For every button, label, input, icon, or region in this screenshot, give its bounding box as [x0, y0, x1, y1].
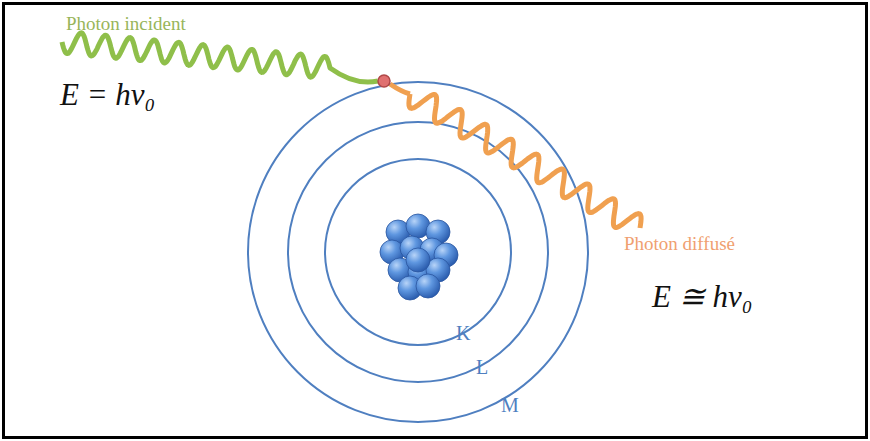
nucleon-ball — [406, 248, 430, 272]
electron-dot — [378, 75, 390, 87]
energy-formula: E = hν₀ — [60, 78, 155, 112]
shell-k — [325, 159, 511, 345]
photon-label: Photon incident — [66, 14, 186, 35]
shell-m — [248, 82, 588, 422]
shell-letter: M — [501, 394, 519, 416]
nucleus — [380, 214, 458, 300]
shell-letter: K — [456, 322, 470, 344]
photon-label: Photon diffusé — [624, 234, 735, 255]
scattered-wave — [390, 84, 641, 228]
incident-wave — [62, 33, 378, 82]
nucleon-ball — [416, 274, 440, 298]
energy-formula: E ≅ hν₀ — [652, 280, 752, 314]
shell-letter: L — [476, 356, 488, 378]
